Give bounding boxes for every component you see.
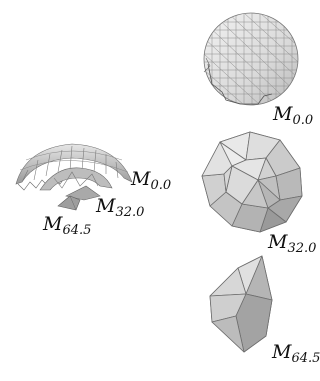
label-left-m32: M32.0 xyxy=(96,197,144,216)
label-letter: M xyxy=(131,168,150,190)
label-letter: M xyxy=(273,103,292,125)
coarse-solid-m64 xyxy=(210,256,272,352)
outer-shell-m0 xyxy=(16,144,132,190)
label-subscript: 64.5 xyxy=(291,351,320,366)
label-letter: M xyxy=(272,341,291,363)
label-right-m32: M32.0 xyxy=(268,233,316,252)
label-letter: M xyxy=(96,195,115,217)
label-subscript: 32.0 xyxy=(115,205,144,220)
label-right-m64: M64.5 xyxy=(272,343,320,362)
label-subscript: 64.5 xyxy=(62,223,91,238)
label-letter: M xyxy=(43,213,62,235)
label-right-m0: M0.0 xyxy=(273,105,313,124)
label-left-m0: M0.0 xyxy=(131,170,171,189)
sphere-m0 xyxy=(204,13,298,105)
polyhedron-m32 xyxy=(202,132,302,232)
label-left-m64: M64.5 xyxy=(43,215,91,234)
label-letter: M xyxy=(268,231,287,253)
label-subscript: 32.0 xyxy=(287,241,316,256)
label-subscript: 0.0 xyxy=(150,178,171,193)
label-subscript: 0.0 xyxy=(292,113,313,128)
